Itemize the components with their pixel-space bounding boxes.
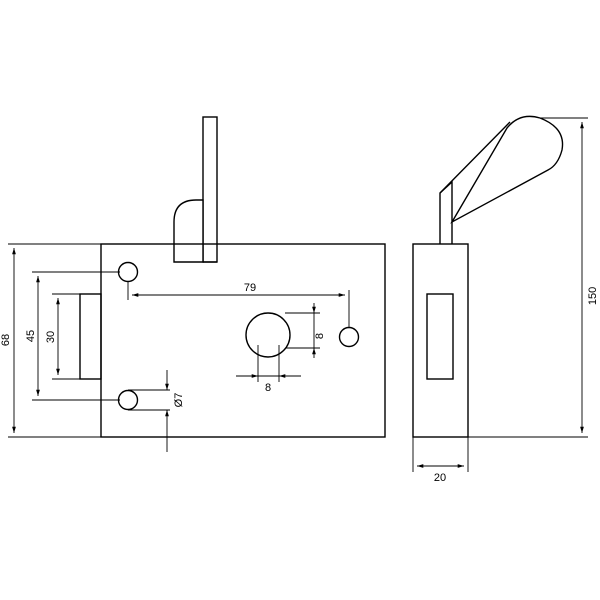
side-lock-body: [412, 243, 469, 438]
dim-8-vertical: 8: [285, 303, 326, 358]
dim-30: 30: [45, 293, 80, 380]
dim-79: 79: [127, 282, 350, 327]
dim-150-label: 150: [587, 287, 599, 305]
dim-20: 20: [412, 437, 469, 484]
dim-79-label: 79: [244, 282, 256, 294]
bolt-slot: [79, 293, 102, 380]
spindle-hole: [338, 326, 360, 348]
front-view: [79, 116, 386, 438]
dim-30-label: 30: [45, 331, 57, 343]
dim-diameter: Ø7: [128, 370, 185, 452]
dim-45: 45: [25, 271, 120, 401]
front-lock-body: [100, 243, 386, 438]
side-lever-arm: [450, 115, 564, 224]
keyhole-circle: [245, 312, 291, 358]
dim-8-horizontal-label: 8: [265, 382, 271, 394]
dim-diameter-label: Ø7: [173, 393, 185, 408]
dim-45-label: 45: [25, 330, 37, 342]
dim-20-label: 20: [434, 472, 446, 484]
dim-8-vertical-label: 8: [314, 333, 326, 339]
dim-68-label: 68: [0, 334, 12, 346]
mounting-hole-top: [117, 261, 139, 283]
side-bolt-slot: [426, 293, 454, 380]
front-lever-base: [173, 199, 204, 263]
front-lever-bar: [202, 116, 218, 263]
dim-150: 150: [468, 117, 599, 438]
dim-68: 68: [0, 243, 101, 438]
side-view: [412, 115, 564, 438]
dim-8-horizontal: 8: [236, 345, 301, 394]
mounting-hole-bottom: [117, 389, 139, 411]
